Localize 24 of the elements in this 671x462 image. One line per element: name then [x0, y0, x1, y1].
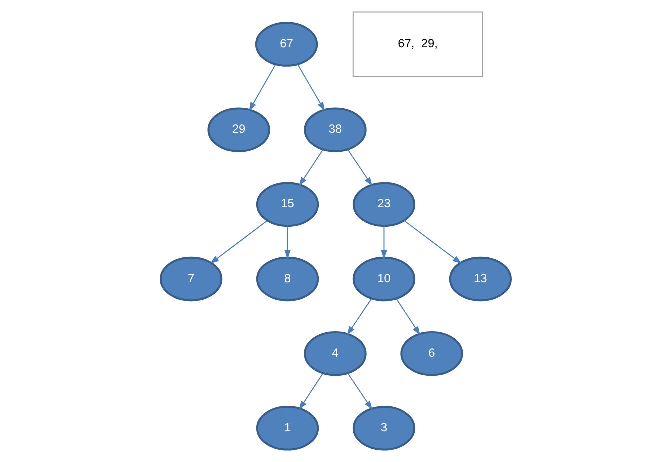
node-ellipse: 23 [352, 182, 416, 228]
arrow [346, 298, 372, 336]
node-box: 67, 29, [352, 12, 483, 78]
arrow [248, 64, 276, 112]
arrow [210, 220, 268, 264]
arrow [396, 298, 420, 336]
arrow [296, 64, 325, 112]
node-ellipse: 10 [352, 256, 416, 302]
arrow [347, 373, 372, 410]
arrow [298, 149, 324, 186]
node-ellipse: 38 [304, 108, 366, 152]
node-ellipse: 15 [256, 182, 319, 228]
arrow [298, 373, 324, 410]
arrow [347, 149, 372, 186]
node-ellipse: 3 [352, 406, 416, 451]
node-ellipse: 6 [400, 331, 463, 376]
node-ellipse: 29 [207, 108, 270, 152]
node-ellipse: 4 [304, 331, 366, 376]
node-ellipse: 8 [256, 256, 319, 302]
arrow [284, 226, 290, 260]
node-ellipse: 1 [256, 406, 319, 451]
node-ellipse: 67 [254, 22, 318, 67]
arrow [404, 220, 462, 264]
arrow [380, 226, 387, 260]
